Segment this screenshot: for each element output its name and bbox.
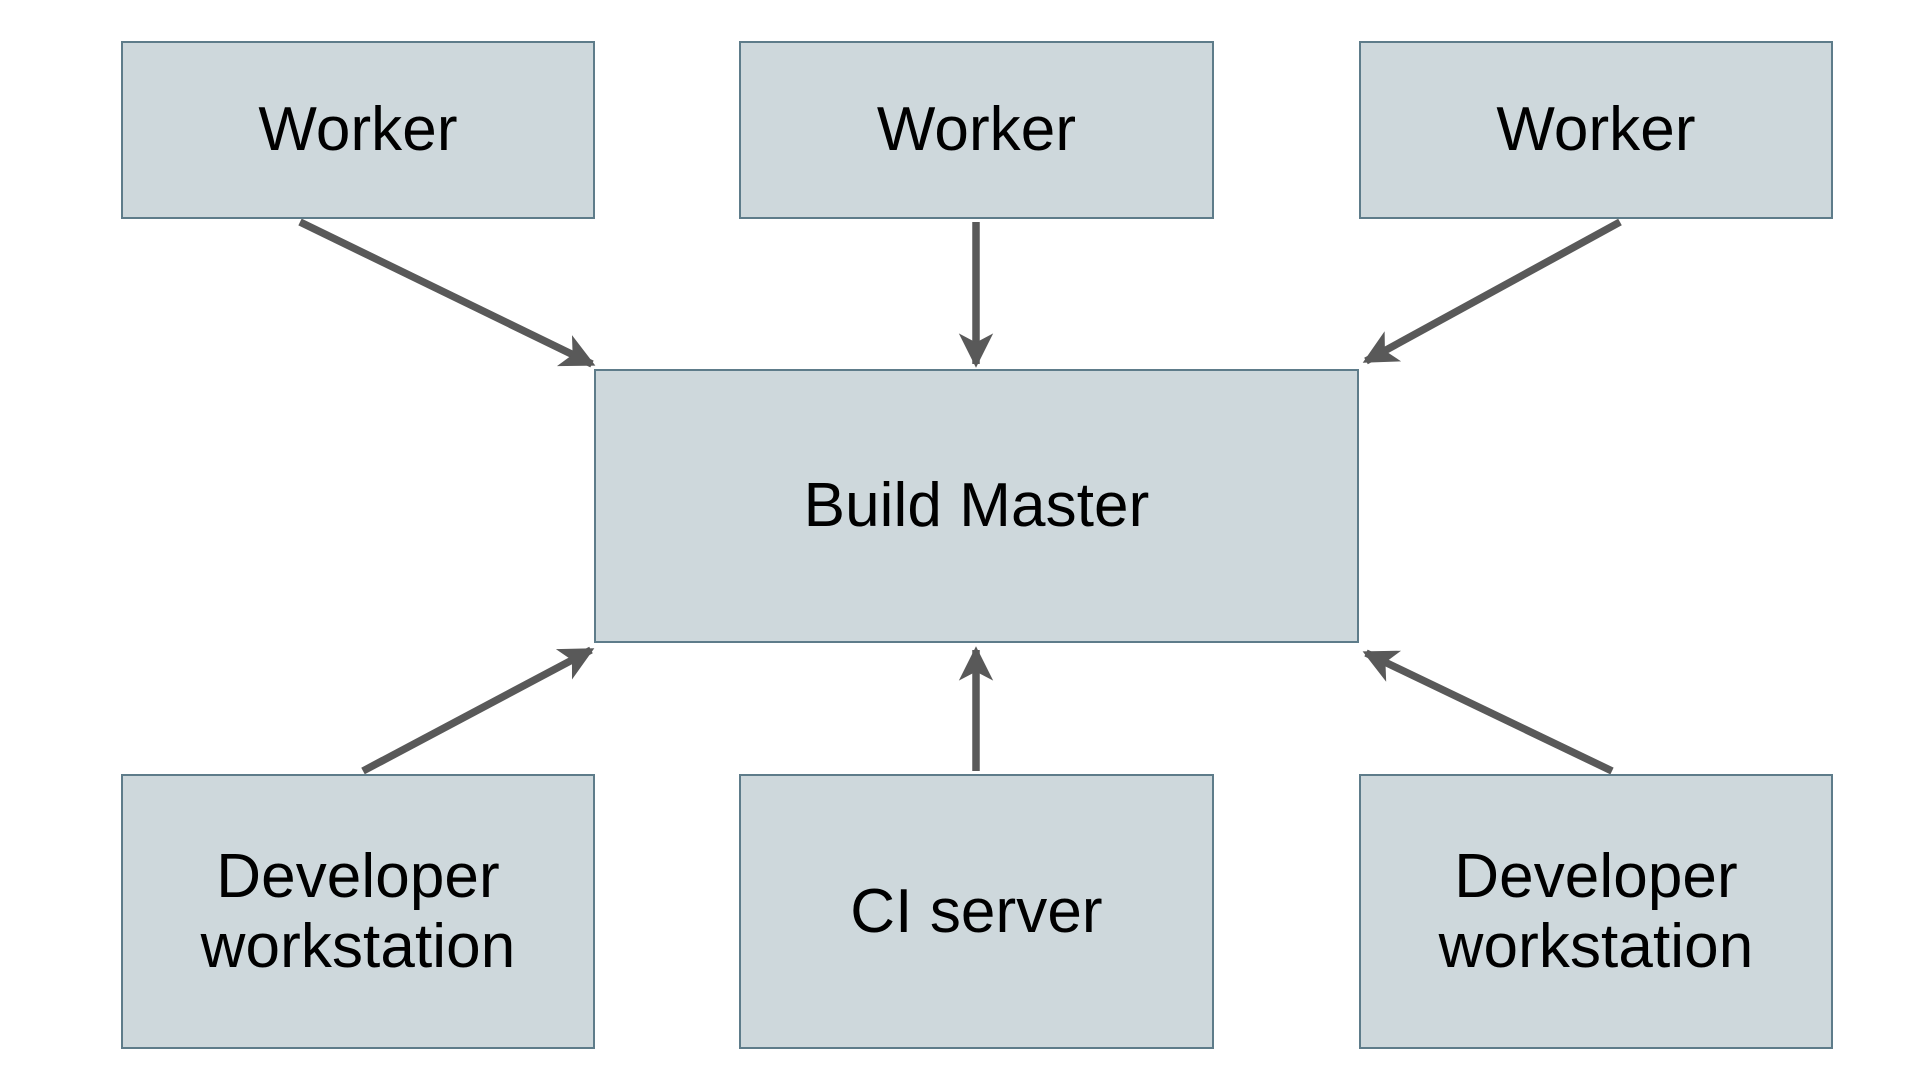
node-developer-workstation-2-label: Developer workstation — [1438, 842, 1754, 981]
node-worker-3-label: Worker — [1496, 95, 1696, 165]
node-worker-2-label: Worker — [876, 95, 1077, 165]
node-developer-workstation-2[interactable]: Developer workstation — [1359, 774, 1833, 1049]
node-developer-workstation-1[interactable]: Developer workstation — [121, 774, 595, 1049]
node-ci-server-label: CI server — [850, 876, 1103, 946]
node-worker-1-label: Worker — [258, 95, 458, 165]
node-developer-workstation-1-label: Developer workstation — [200, 842, 516, 981]
node-build-master[interactable]: Build Master — [594, 369, 1359, 643]
node-ci-server[interactable]: CI server — [739, 774, 1214, 1049]
node-worker-1[interactable]: Worker — [121, 41, 595, 219]
node-build-master-label: Build Master — [803, 471, 1150, 541]
node-worker-3[interactable]: Worker — [1359, 41, 1833, 219]
edge-dev-workstation-1-to-build-master — [361, 646, 595, 775]
edge-dev-workstation-2-to-build-master — [1362, 649, 1614, 775]
node-worker-2[interactable]: Worker — [739, 41, 1214, 219]
edge-build-master-to-worker-3 — [1362, 218, 1622, 365]
edge-worker-1-to-build-master — [298, 218, 596, 368]
